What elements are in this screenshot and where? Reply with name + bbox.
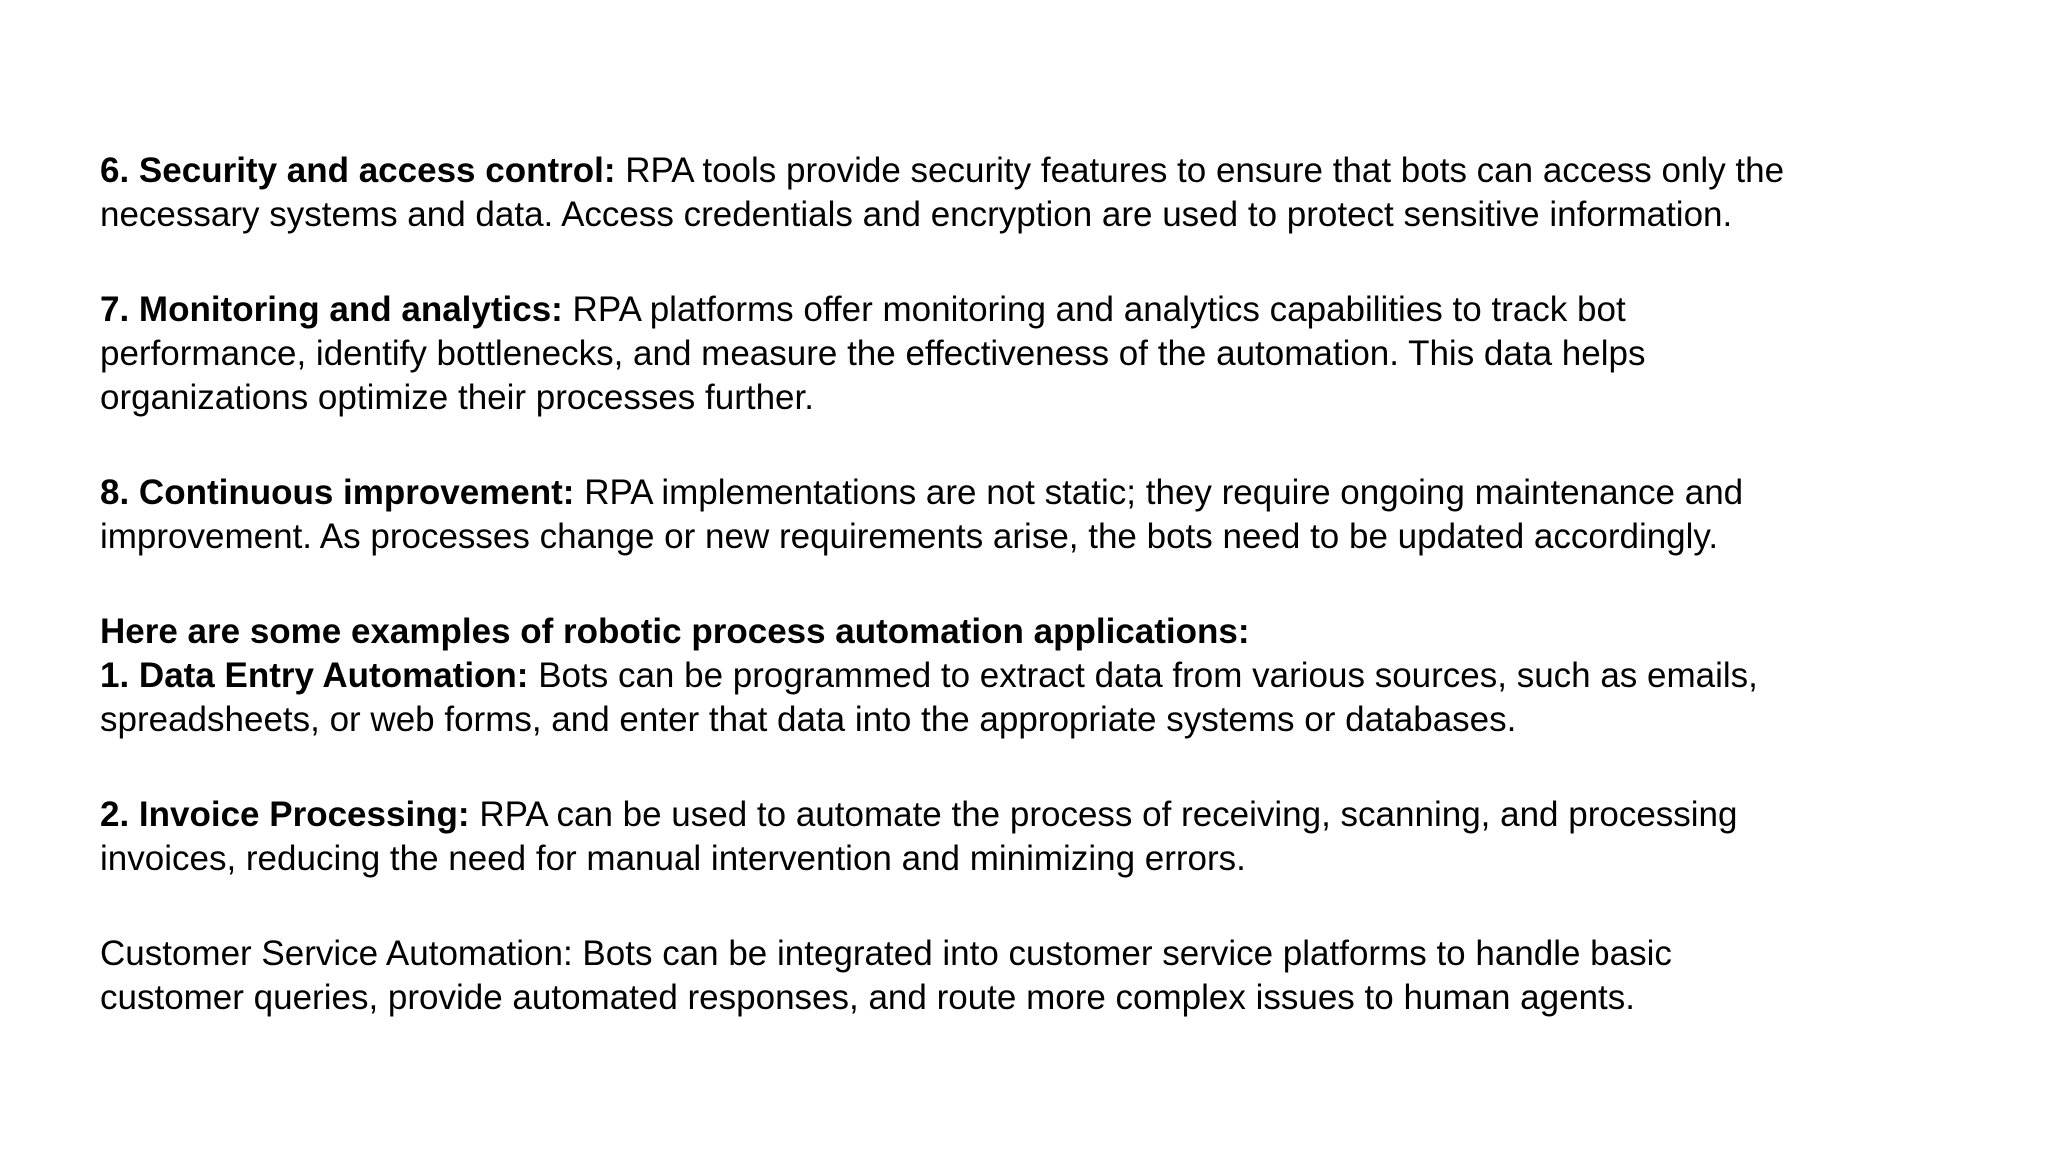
paragraph-text: organizations optimize their processes f… xyxy=(100,378,814,417)
text-line: performance, identify bottlenecks, and m… xyxy=(100,332,2008,376)
text-line: 2. Invoice Processing: RPA can be used t… xyxy=(100,793,2008,837)
text-line: 6. Security and access control: RPA tool… xyxy=(100,149,2008,193)
text-line: 7. Monitoring and analytics: RPA platfor… xyxy=(100,288,2008,332)
paragraph-lead: 6. Security and access control: xyxy=(100,151,616,190)
text-line: 8. Continuous improvement: RPA implement… xyxy=(100,471,2008,515)
paragraph-lead: 8. Continuous improvement: xyxy=(100,473,575,512)
paragraph-security-and-access-control: 6. Security and access control: RPA tool… xyxy=(100,149,2008,237)
text-line: Here are some examples of robotic proces… xyxy=(100,610,2008,654)
text-line: spreadsheets, or web forms, and enter th… xyxy=(100,698,2008,742)
paragraph-text: RPA can be used to automate the process … xyxy=(469,795,1738,834)
paragraph-text: RPA platforms offer monitoring and analy… xyxy=(562,290,1626,329)
paragraph-text: spreadsheets, or web forms, and enter th… xyxy=(100,700,1517,739)
paragraph-lead: Here are some examples of robotic proces… xyxy=(100,612,1250,651)
paragraph-text: Bots can be programmed to extract data f… xyxy=(528,656,1758,695)
paragraph-examples-heading-and-data-entry-automation: Here are some examples of robotic proces… xyxy=(100,610,2008,742)
text-line: organizations optimize their processes f… xyxy=(100,376,2008,420)
paragraph-lead: 1. Data Entry Automation: xyxy=(100,656,529,695)
text-line: invoices, reducing the need for manual i… xyxy=(100,837,2008,881)
paragraph-lead: 7. Monitoring and analytics: xyxy=(100,290,563,329)
paragraph-lead: 2. Invoice Processing: xyxy=(100,795,470,834)
paragraph-customer-service-automation: Customer Service Automation: Bots can be… xyxy=(100,932,2008,1020)
text-line: necessary systems and data. Access crede… xyxy=(100,193,2008,237)
paragraph-text: customer queries, provide automated resp… xyxy=(100,978,1635,1017)
text-line: customer queries, provide automated resp… xyxy=(100,976,2008,1020)
paragraph-text: improvement. As processes change or new … xyxy=(100,517,1719,556)
paragraph-text: necessary systems and data. Access crede… xyxy=(100,195,1733,234)
paragraph-monitoring-and-analytics: 7. Monitoring and analytics: RPA platfor… xyxy=(100,288,2008,420)
paragraph-continuous-improvement: 8. Continuous improvement: RPA implement… xyxy=(100,471,2008,559)
paragraph-text: RPA tools provide security features to e… xyxy=(615,151,1785,190)
text-line: improvement. As processes change or new … xyxy=(100,515,2008,559)
paragraph-text: RPA implementations are not static; they… xyxy=(574,473,1744,512)
paragraph-text: invoices, reducing the need for manual i… xyxy=(100,839,1246,878)
paragraph-invoice-processing: 2. Invoice Processing: RPA can be used t… xyxy=(100,793,2008,881)
text-line: Customer Service Automation: Bots can be… xyxy=(100,932,2008,976)
text-line: 1. Data Entry Automation: Bots can be pr… xyxy=(100,654,2008,698)
paragraph-text: Customer Service Automation: Bots can be… xyxy=(100,934,1672,973)
paragraph-text: performance, identify bottlenecks, and m… xyxy=(100,334,1646,373)
document-body: 6. Security and access control: RPA tool… xyxy=(100,149,2008,1020)
